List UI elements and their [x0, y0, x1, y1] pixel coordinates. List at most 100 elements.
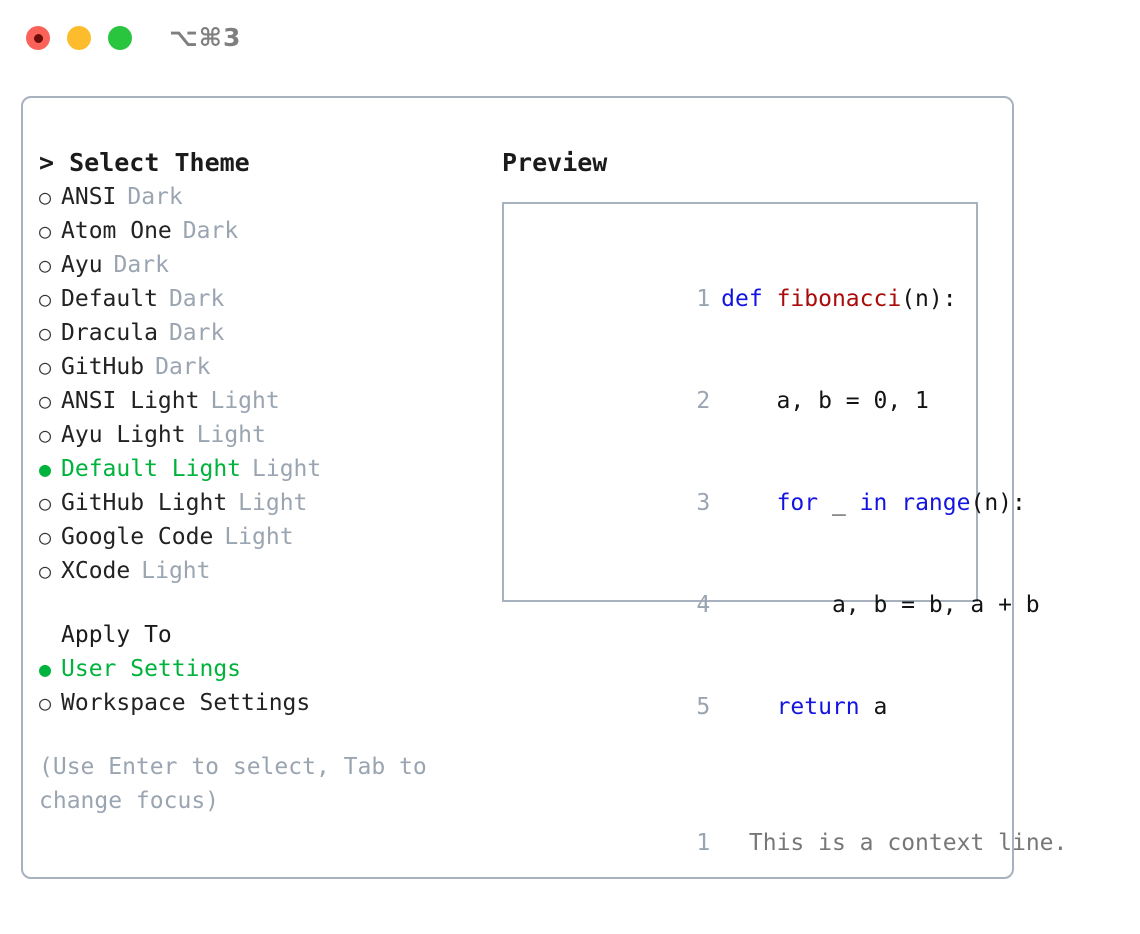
- radio-unselected-icon[interactable]: ○: [39, 691, 52, 715]
- apply-to-heading: Apply To: [61, 622, 172, 648]
- radio-unselected-icon[interactable]: ○: [39, 287, 52, 311]
- theme-kind-badge: Light: [141, 558, 211, 584]
- theme-kind-badge: Dark: [155, 354, 211, 380]
- radio-unselected-icon[interactable]: ○: [39, 321, 52, 345]
- apply-to-item[interactable]: ○ Workspace Settings: [39, 686, 489, 720]
- theme-kind-badge: Dark: [113, 252, 169, 278]
- radio-unselected-icon[interactable]: ○: [39, 185, 52, 209]
- theme-name-label: Dracula: [61, 320, 158, 346]
- radio-selected-icon[interactable]: ●: [39, 457, 52, 481]
- line-number: 1: [696, 830, 711, 856]
- apply-to-item-selected[interactable]: ● User Settings: [39, 652, 489, 686]
- theme-list-item-selected[interactable]: ● Default Light Light: [39, 452, 489, 486]
- theme-list-item[interactable]: ○ Atom One Dark: [39, 214, 489, 248]
- line-number: 5: [696, 694, 711, 720]
- theme-list-item[interactable]: ○ GitHub Light Light: [39, 486, 489, 520]
- code-token-keyword: def: [721, 286, 777, 312]
- code-token-plain: [887, 490, 901, 516]
- code-token-plain: a: [859, 694, 888, 720]
- preview-heading: Preview: [502, 148, 608, 177]
- theme-list-item[interactable]: ○ GitHub Dark: [39, 350, 489, 384]
- diff-marker: -: [721, 932, 749, 934]
- code-token-plain: (n):: [901, 286, 957, 312]
- radio-unselected-icon[interactable]: ○: [39, 423, 52, 447]
- radio-selected-icon[interactable]: ●: [39, 657, 52, 681]
- radio-unselected-icon[interactable]: ○: [39, 389, 52, 413]
- code-line: 3 for _ in range(n):: [520, 452, 1067, 554]
- line-number: 2: [686, 928, 710, 934]
- theme-list-item[interactable]: ○ ANSI Dark: [39, 180, 489, 214]
- theme-name-label: ANSI: [61, 184, 117, 210]
- main-panel: > Select Theme ○ ANSI Dark ○ Atom One Da…: [21, 96, 1067, 934]
- theme-list-item[interactable]: ○ XCode Light: [39, 554, 489, 588]
- diff-marker: [721, 830, 749, 856]
- theme-list-item[interactable]: ○ Dracula Dark: [39, 316, 489, 350]
- theme-name-label: ANSI Light: [61, 388, 200, 414]
- apply-to-list[interactable]: ● User Settings ○ Workspace Settings: [39, 652, 489, 720]
- line-number: 1: [696, 286, 711, 312]
- diff-text: This line was deleted.: [749, 932, 1054, 934]
- theme-list-item[interactable]: ○ Default Dark: [39, 282, 489, 316]
- line-number: 4: [696, 592, 711, 618]
- code-line: 5 return a: [520, 656, 1067, 758]
- theme-kind-badge: Dark: [168, 286, 225, 312]
- theme-name-label: Ayu: [61, 252, 103, 278]
- theme-kind-badge: Dark: [127, 184, 183, 210]
- select-theme-heading: > Select Theme: [39, 148, 250, 177]
- code-line: 2 a, b = 0, 1: [520, 350, 1067, 452]
- radio-unselected-icon[interactable]: ○: [39, 491, 52, 515]
- radio-unselected-icon[interactable]: ○: [39, 525, 52, 549]
- code-token-function: fibonacci: [776, 286, 902, 312]
- theme-list-item[interactable]: ○ Google Code Light: [39, 520, 489, 554]
- theme-list-item[interactable]: ○ Ayu Light Light: [39, 418, 489, 452]
- line-number: 2: [696, 388, 711, 414]
- list-spacer: [39, 588, 489, 618]
- diff-line-context: 1 This is a context line.: [520, 792, 1067, 894]
- theme-name-label: GitHub Light: [61, 490, 228, 516]
- code-line: 1 def fibonacci(n):: [520, 248, 1067, 350]
- theme-name-label: Default: [61, 286, 158, 312]
- theme-name-label: Ayu Light: [61, 422, 186, 448]
- theme-list-item[interactable]: ○ Ayu Dark: [39, 248, 489, 282]
- keyboard-shortcut-label: ⌥⌘3: [169, 23, 242, 52]
- theme-kind-badge: Light: [224, 524, 294, 550]
- code-line: 4 a, b = b, a + b: [520, 554, 1067, 656]
- code-token-keyword: for: [776, 490, 819, 516]
- radio-unselected-icon[interactable]: ○: [39, 219, 52, 243]
- radio-unselected-icon[interactable]: ○: [39, 355, 52, 379]
- close-window-icon[interactable]: [26, 26, 50, 50]
- diff-line-deleted: 2 - This line was deleted.: [520, 894, 1067, 934]
- theme-kind-badge: Light: [210, 388, 280, 414]
- theme-kind-badge: Light: [196, 422, 266, 448]
- code-token-keyword: return: [776, 694, 860, 720]
- radio-unselected-icon[interactable]: ○: [39, 253, 52, 277]
- titlebar: ⌥⌘3: [0, 0, 1140, 78]
- code-token-plain: [721, 694, 776, 720]
- code-blank-line: [520, 758, 1067, 792]
- theme-kind-badge: Light: [238, 490, 308, 516]
- theme-name-label: GitHub: [61, 354, 145, 380]
- theme-list-item[interactable]: ○ ANSI Light Light: [39, 384, 489, 418]
- theme-name-label: Default Light: [61, 456, 242, 482]
- theme-name-label: Google Code: [61, 524, 214, 550]
- code-token-plain: [721, 490, 776, 516]
- apply-to-label: User Settings: [61, 656, 242, 682]
- code-token-plain: a, b = 0, 1: [721, 388, 929, 414]
- theme-kind-badge: Light: [252, 456, 322, 482]
- theme-list[interactable]: ○ ANSI Dark ○ Atom One Dark ○ Ayu Dark ○…: [39, 180, 489, 588]
- code-token-plain: a, b = b, a + b: [721, 592, 1040, 618]
- theme-kind-badge: Dark: [182, 218, 239, 244]
- code-token-keyword: range: [901, 490, 971, 516]
- line-number: 3: [696, 490, 711, 516]
- code-token-plain: (n):: [970, 490, 1026, 516]
- minimize-window-icon[interactable]: [67, 26, 91, 50]
- maximize-window-icon[interactable]: [108, 26, 132, 50]
- traffic-light-controls: [26, 26, 132, 50]
- diff-text: This is a context line.: [748, 830, 1068, 856]
- theme-picker-column: > Select Theme ○ ANSI Dark ○ Atom One Da…: [39, 146, 489, 818]
- radio-unselected-icon[interactable]: ○: [39, 559, 52, 583]
